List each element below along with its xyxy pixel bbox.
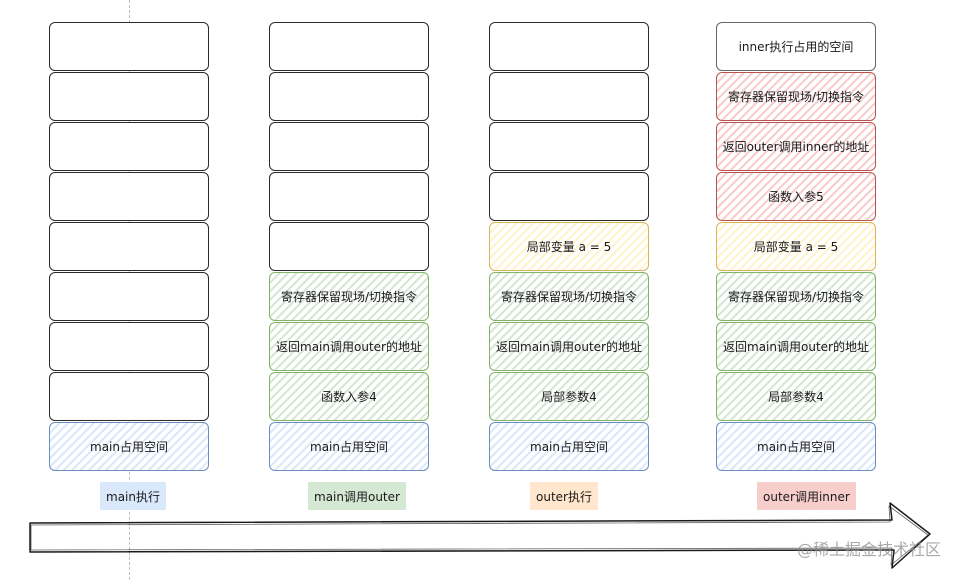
watermark: @稀土掘金技术社区 xyxy=(796,540,941,559)
stack-cell: 局部参数4 xyxy=(716,372,876,421)
stack-cell: 返回main调用outer的地址 xyxy=(489,322,649,371)
caption-main-exec: main执行 xyxy=(100,482,166,510)
stack-cell: 返回main调用outer的地址 xyxy=(269,322,429,371)
stack-cell: 寄存器保留现场/切换指令 xyxy=(716,72,876,121)
stack-cell xyxy=(269,72,429,121)
stack-column-outer-calls-inner: inner执行占用的空间寄存器保留现场/切换指令返回outer调用inner的地… xyxy=(716,22,876,472)
stack-cell: 函数入参4 xyxy=(269,372,429,421)
stack-cell xyxy=(49,272,209,321)
stack-cell xyxy=(269,222,429,271)
stack-cell: 返回main调用outer的地址 xyxy=(716,322,876,371)
stack-cell: main占用空间 xyxy=(716,422,876,471)
stack-cell: main占用空间 xyxy=(269,422,429,471)
timeline-arrow-outline xyxy=(29,502,931,569)
stack-cell xyxy=(489,72,649,121)
stack-cell xyxy=(49,22,209,71)
caption-outer-calls-inner: outer调用inner xyxy=(757,482,856,510)
stack-cell xyxy=(49,322,209,371)
stack-cell xyxy=(49,172,209,221)
stack-cell xyxy=(269,172,429,221)
stack-cell xyxy=(49,122,209,171)
stack-cell: main占用空间 xyxy=(49,422,209,471)
stack-cell: 返回outer调用inner的地址 xyxy=(716,122,876,171)
stack-column-main-exec: main占用空间 xyxy=(49,22,209,472)
stack-cell: 局部变量 a = 5 xyxy=(716,222,876,271)
caption-main-calls-outer: main调用outer xyxy=(308,482,406,510)
stack-cell xyxy=(49,222,209,271)
stack-cell xyxy=(269,22,429,71)
stack-cell xyxy=(49,372,209,421)
stack-cell: 寄存器保留现场/切换指令 xyxy=(716,272,876,321)
stack-cell xyxy=(49,72,209,121)
stack-cell xyxy=(269,122,429,171)
stack-cell: 寄存器保留现场/切换指令 xyxy=(269,272,429,321)
stack-cell xyxy=(489,22,649,71)
stack-cell: 局部变量 a = 5 xyxy=(489,222,649,271)
stack-cell: main占用空间 xyxy=(489,422,649,471)
stack-cell xyxy=(489,172,649,221)
stack-cell xyxy=(489,122,649,171)
caption-outer-exec: outer执行 xyxy=(530,482,598,510)
stack-cell: inner执行占用的空间 xyxy=(716,22,876,71)
stack-cell: 函数入参5 xyxy=(716,172,876,221)
stack-cell: 寄存器保留现场/切换指令 xyxy=(489,272,649,321)
stack-cell: 局部参数4 xyxy=(489,372,649,421)
timeline-arrow-sketch-stroke xyxy=(30,505,929,566)
